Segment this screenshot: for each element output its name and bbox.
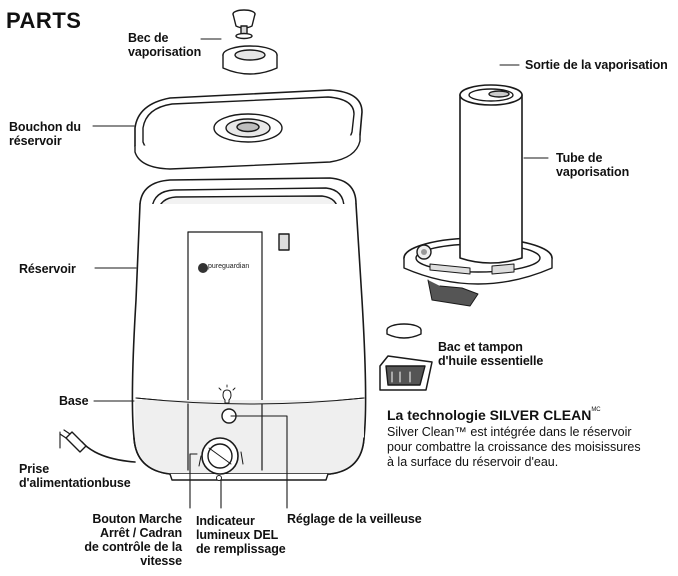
technology-title: La technologie SILVER CLEANMC [387, 407, 601, 423]
label-base: Base [59, 394, 88, 408]
label-mist-tube: Tube de vaporisation [556, 151, 629, 179]
power-plug-illustration [60, 430, 135, 462]
label-oil-tray: Bac et tampon d'huile essentielle [438, 340, 543, 368]
label-power-plug: Prise d'alimentationbuse [19, 462, 131, 490]
label-power-knob: Bouton Marche Arrêt / Cadran de contrôle… [60, 512, 182, 568]
brand-logo-text: pureguardian [208, 263, 249, 270]
label-nozzle: Bec de vaporisation [128, 31, 201, 59]
page-title: PARTS [6, 8, 81, 34]
label-tank-cap: Bouchon du réservoir [9, 120, 81, 148]
label-tank: Réservoir [19, 262, 76, 276]
label-nightlight: Réglage de la veilleuse [287, 512, 422, 526]
tank-cap-illustration [135, 90, 362, 169]
humidifier-body-illustration [132, 178, 365, 481]
technology-description: Silver Clean™ est intégrée dans le réser… [387, 425, 672, 470]
brand-logo-icon [198, 263, 208, 273]
mist-tube-illustration [404, 85, 552, 306]
mist-nozzle-illustration [223, 10, 277, 74]
label-mist-outlet: Sortie de la vaporisation [525, 58, 668, 72]
label-refill-led: Indicateur lumineux DEL de remplissage [196, 514, 286, 556]
oil-tray-illustration [380, 324, 432, 390]
